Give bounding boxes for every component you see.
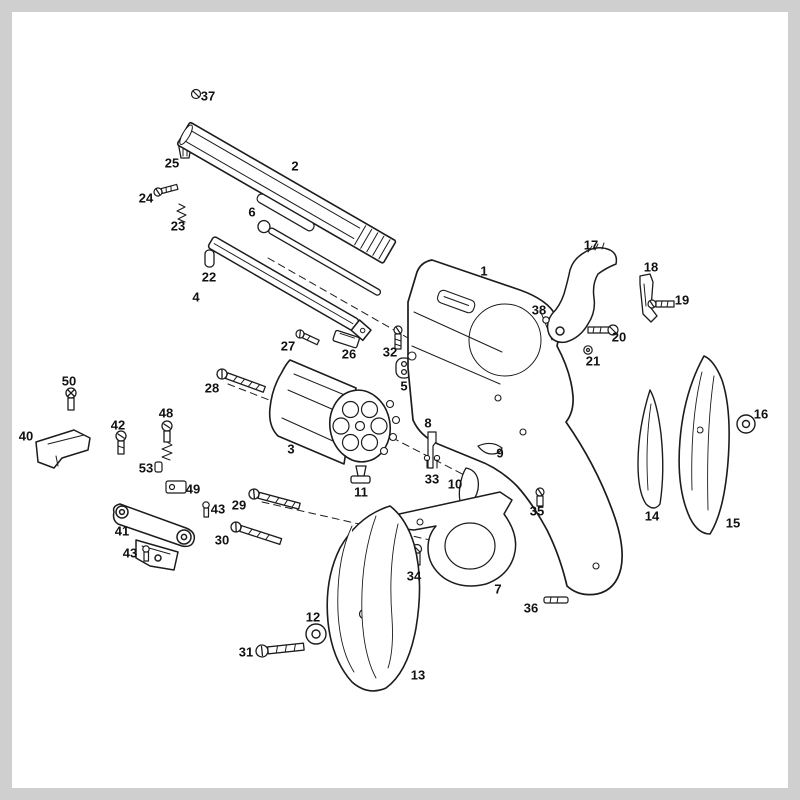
screw-29 (248, 488, 301, 510)
spring-23 (176, 203, 187, 223)
part-label-15: 15 (725, 515, 741, 531)
pin-38 (542, 316, 550, 324)
sear-9 (477, 442, 503, 455)
part-label-49: 49 (185, 481, 201, 497)
part-label-31: 31 (238, 644, 254, 660)
grip-panel-outer-15 (678, 355, 730, 535)
part-label-14: 14 (644, 508, 660, 524)
part-label-1: 1 (480, 263, 488, 279)
part-label-43: 43 (210, 501, 226, 517)
screw-20 (587, 324, 619, 336)
part-label-50: 50 (61, 373, 77, 389)
part-label-28: 28 (204, 380, 220, 396)
grip-panel-left-13 (326, 505, 421, 692)
latch-screw-50 (65, 387, 77, 411)
part-label-17: 17 (583, 237, 599, 253)
loading-plunger-6 (257, 219, 382, 296)
screw-35 (535, 487, 545, 507)
part-label-37: 37 (200, 88, 216, 104)
part-label-18: 18 (643, 259, 659, 275)
wedge-26 (332, 329, 360, 349)
part-label-48: 48 (158, 405, 174, 421)
hand-8 (427, 431, 437, 469)
plate-49 (165, 480, 187, 494)
part-label-4: 4 (192, 289, 200, 305)
part-label-16: 16 (753, 406, 769, 422)
screw-31 (255, 642, 305, 658)
part-label-42: 42 (110, 417, 126, 433)
screw-28 (216, 368, 266, 393)
part-label-21: 21 (585, 353, 601, 369)
part-label-11: 11 (354, 484, 368, 500)
part-label-30: 30 (214, 532, 230, 548)
screw-43-lower (142, 545, 150, 562)
screw-19 (647, 299, 675, 309)
grip-panel-inner-14 (637, 389, 664, 509)
part-label-20: 20 (611, 329, 627, 345)
screw-42 (115, 430, 127, 455)
part-label-24: 24 (138, 190, 154, 206)
screw-43-upper (202, 501, 210, 518)
screw-27 (295, 329, 320, 346)
washer-16 (736, 414, 756, 434)
part-label-38: 38 (531, 302, 547, 318)
part-label-34: 34 (406, 568, 422, 584)
washer-12 (305, 623, 327, 645)
lever-latch-40 (35, 429, 91, 469)
part-label-33: 33 (424, 471, 440, 487)
screw-24 (153, 183, 179, 197)
screws-33 (423, 454, 441, 469)
part-label-3: 3 (287, 441, 295, 457)
screw-36 (543, 596, 569, 604)
part-label-13: 13 (410, 667, 426, 683)
part-label-43: 43 (122, 545, 138, 561)
plunger-pin-22 (204, 249, 215, 268)
part-label-41: 41 (114, 523, 130, 539)
part-label-6: 6 (248, 204, 256, 220)
part-label-5: 5 (400, 378, 408, 394)
loading-lever-4 (207, 236, 372, 342)
hand-18 (639, 273, 658, 323)
part-label-53: 53 (138, 460, 154, 476)
part-label-8: 8 (424, 415, 432, 431)
part-label-7: 7 (494, 581, 502, 597)
part-label-36: 36 (523, 600, 539, 616)
nipple-11 (350, 465, 371, 484)
screw-spring-48 (161, 420, 173, 461)
part-label-25: 25 (164, 155, 180, 171)
part-label-12: 12 (305, 609, 321, 625)
trigger-guard-7 (389, 491, 517, 587)
part-label-40: 40 (18, 428, 34, 444)
part-label-9: 9 (496, 445, 504, 461)
frame-1 (407, 259, 623, 596)
nut-21 (583, 345, 593, 355)
hammer-17 (546, 242, 618, 344)
part-label-2: 2 (291, 158, 299, 174)
part-label-23: 23 (170, 218, 186, 234)
barrel (176, 121, 397, 264)
part-label-32: 32 (382, 344, 398, 360)
part-label-29: 29 (231, 497, 247, 513)
screw-32 (393, 325, 403, 350)
cylinder-3 (268, 359, 401, 465)
part-label-26: 26 (341, 346, 357, 362)
pin-53 (154, 461, 163, 473)
screw-37 (190, 88, 202, 100)
part-label-10: 10 (447, 476, 463, 492)
part-label-27: 27 (280, 338, 296, 354)
part-label-22: 22 (201, 269, 217, 285)
part-label-35: 35 (529, 503, 545, 519)
part-label-19: 19 (674, 292, 690, 308)
screw-30 (230, 521, 283, 546)
